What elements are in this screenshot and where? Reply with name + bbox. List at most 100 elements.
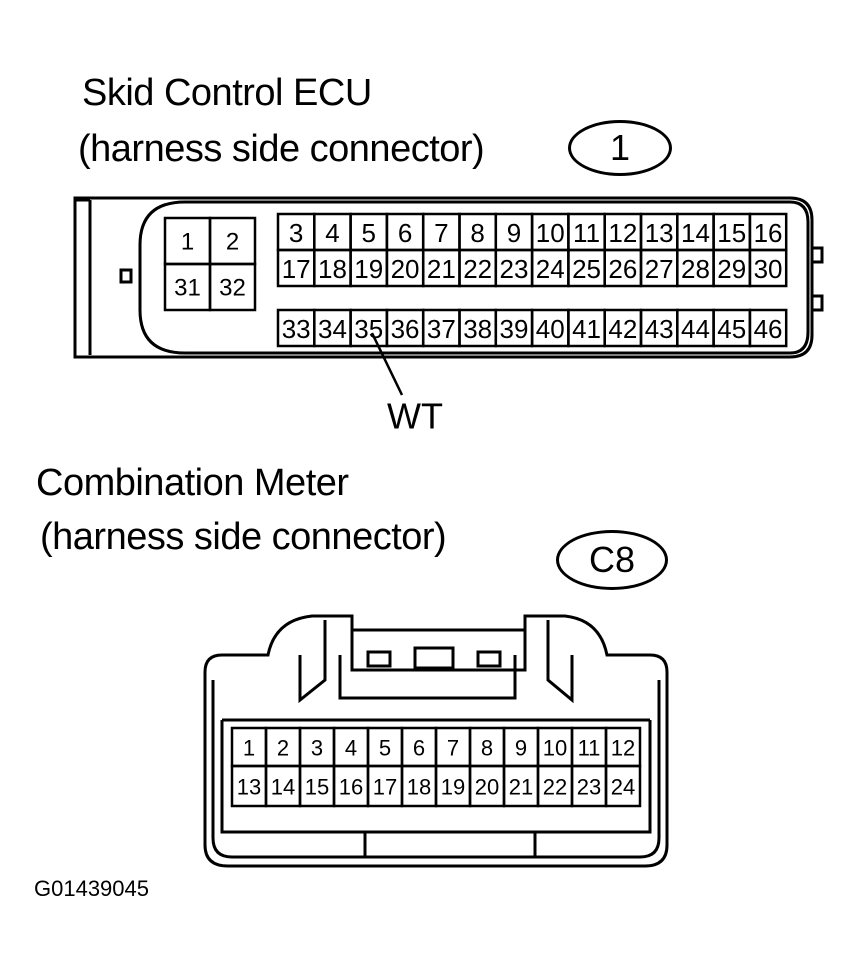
ecu-pin-11-cell xyxy=(567,212,606,252)
meter-pin-20-cell xyxy=(468,764,506,808)
meter-pin-17-cell xyxy=(366,764,404,808)
ecu-pin-22-cell xyxy=(458,248,498,288)
ecu-pin-12-label: 12 xyxy=(608,218,637,248)
ecu-pin-9-label: 9 xyxy=(507,218,521,248)
ecu-pin-10-label: 10 xyxy=(536,218,565,248)
ecu-pin-20-cell xyxy=(385,248,425,288)
ecu-pin-9-cell xyxy=(494,212,534,252)
meter-pin-23-cell xyxy=(570,764,608,808)
ecu-pin-8-cell xyxy=(458,212,498,252)
ecu-pin-5-cell xyxy=(349,212,389,252)
ecu-pin-33-cell xyxy=(276,308,316,348)
meter-pin-8-cell xyxy=(468,726,506,768)
wt-label: WT xyxy=(387,396,443,437)
meter-pin-13-label: 13 xyxy=(237,775,261,800)
meter-subtitle: (harness side connector) xyxy=(40,516,447,558)
ecu-pin-31-label: 31 xyxy=(174,275,201,302)
meter-pin-3-cell xyxy=(298,726,336,768)
ecu-pin-15-label: 15 xyxy=(717,218,746,248)
ecu-pin-27-cell xyxy=(639,248,679,288)
ecu-pin-16-cell xyxy=(748,212,788,252)
meter-pin-3-label: 3 xyxy=(311,736,323,761)
ecu-pin-25-cell xyxy=(567,248,606,288)
ecu-pin-4-cell xyxy=(313,212,352,252)
ecu-pin-40-cell xyxy=(530,308,570,348)
ecu-pin-13-cell xyxy=(639,212,679,252)
ecu-pin-21-cell xyxy=(421,248,461,288)
meter-pin-23-label: 23 xyxy=(577,775,601,800)
ecu-pin-30-label: 30 xyxy=(754,254,783,284)
ecu-pin-26-cell xyxy=(603,248,643,288)
meter-pin-4-label: 4 xyxy=(345,736,357,761)
ecu-pin-3-label: 3 xyxy=(289,218,303,248)
ecu-pin-37-label: 37 xyxy=(427,314,456,344)
ecu-pin-8-label: 8 xyxy=(470,218,484,248)
meter-pin-16-label: 16 xyxy=(339,775,363,800)
meter-pin-22-label: 22 xyxy=(543,775,567,800)
ecu-pin-26-label: 26 xyxy=(608,254,637,284)
ecu-pin-14-label: 14 xyxy=(681,218,710,248)
ecu-pin-23-cell xyxy=(494,248,534,288)
wt-leader-line xyxy=(370,332,404,396)
ecu-pin-34-cell xyxy=(313,308,352,348)
ecu-pin-31-cell xyxy=(163,262,212,312)
ecu-pin-43-cell xyxy=(639,308,679,348)
ecu-title: Skid Control ECU xyxy=(82,72,372,114)
meter-pin-7-cell xyxy=(434,726,472,768)
ecu-pin-41-cell xyxy=(567,308,606,348)
meter-pin-6-cell xyxy=(400,726,438,768)
meter-pin-18-label: 18 xyxy=(407,775,431,800)
ecu-pin-27-label: 27 xyxy=(645,254,674,284)
meter-pin-1-cell xyxy=(230,726,268,768)
meter-pin-14-label: 14 xyxy=(271,775,295,800)
ecu-pin-42-cell xyxy=(603,308,643,348)
ecu-pin-36-label: 36 xyxy=(391,314,420,344)
meter-pin-13-cell xyxy=(230,764,268,808)
ecu-pin-30-cell xyxy=(748,248,788,288)
meter-pin-19-label: 19 xyxy=(441,775,465,800)
ecu-pin-2-label: 2 xyxy=(226,229,239,256)
ecu-pin-4-label: 4 xyxy=(325,218,339,248)
meter-pin-12-cell xyxy=(604,726,642,768)
ecu-pin-39-cell xyxy=(494,308,534,348)
meter-pin-18-cell xyxy=(400,764,438,808)
meter-pin-7-label: 7 xyxy=(447,736,459,761)
meter-pin-21-cell xyxy=(502,764,540,808)
ecu-pin-45-cell xyxy=(712,308,752,348)
meter-pin-9-label: 9 xyxy=(515,736,527,761)
ecu-pin-14-cell xyxy=(676,212,715,252)
ecu-pin-10-cell xyxy=(530,212,570,252)
ecu-pin-16-label: 16 xyxy=(754,218,783,248)
ecu-connector-badge: 1 xyxy=(568,120,672,176)
meter-pin-17-label: 17 xyxy=(373,775,397,800)
ecu-pin-35-cell xyxy=(349,308,389,348)
meter-pin-16-cell xyxy=(332,764,370,808)
ecu-pin-43-label: 43 xyxy=(645,314,674,344)
meter-title: Combination Meter xyxy=(36,462,349,504)
meter-pin-14-cell xyxy=(264,764,302,808)
ecu-subtitle: (harness side connector) xyxy=(78,128,485,170)
ecu-pin-23-label: 23 xyxy=(499,254,528,284)
ecu-pin-44-label: 44 xyxy=(681,314,710,344)
ecu-pin-7-label: 7 xyxy=(434,218,448,248)
ecu-pin-38-cell xyxy=(458,308,498,348)
ecu-pin-2-cell xyxy=(208,216,257,266)
meter-pin-22-cell xyxy=(536,764,574,808)
ecu-pin-18-label: 18 xyxy=(318,254,347,284)
ecu-pin-28-label: 28 xyxy=(681,254,710,284)
ecu-pin-44-cell xyxy=(676,308,715,348)
meter-pin-10-cell xyxy=(536,726,574,768)
meter-pin-24-label: 24 xyxy=(611,775,635,800)
ecu-pin-29-label: 29 xyxy=(717,254,746,284)
ecu-pin-17-cell xyxy=(276,248,316,288)
meter-pin-1-label: 1 xyxy=(243,736,255,761)
ecu-pin-29-cell xyxy=(712,248,752,288)
ecu-pin-3-cell xyxy=(276,212,316,252)
ecu-pin-33-label: 33 xyxy=(282,314,311,344)
ecu-pin-42-label: 42 xyxy=(608,314,637,344)
ecu-pin-1-label: 1 xyxy=(181,229,194,256)
ecu-pin-35-label: 35 xyxy=(354,314,383,344)
